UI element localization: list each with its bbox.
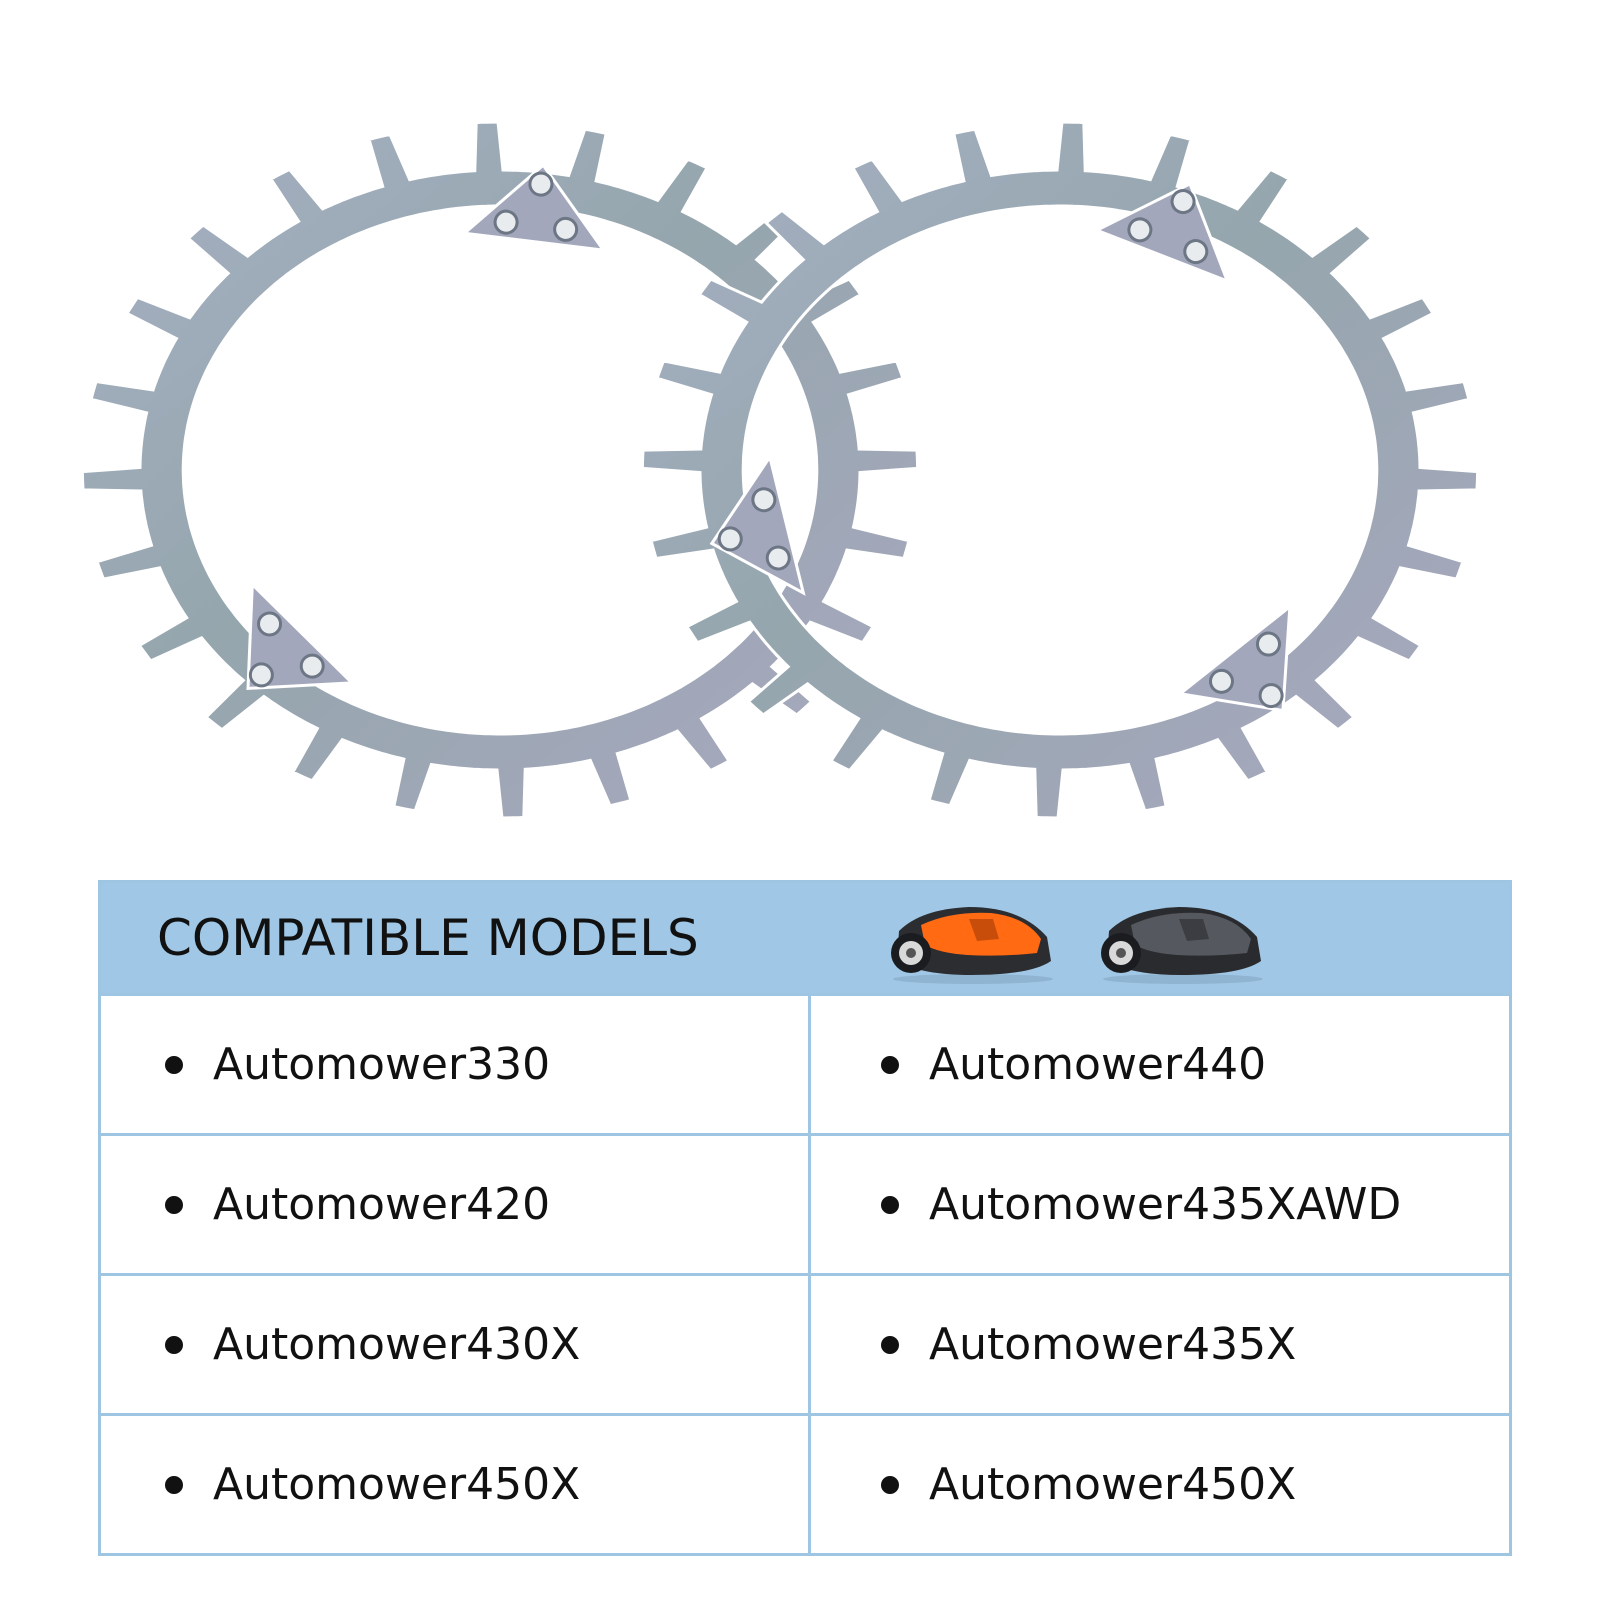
models-grid: Automower330 Automower440 Automower420 A… [101, 993, 1509, 1553]
bullet-icon [165, 1475, 183, 1494]
screw-hole-icon [765, 545, 791, 571]
model-cell: Automower450X [101, 1416, 811, 1553]
screw-hole-icon [257, 611, 283, 637]
screw-hole-icon [1170, 189, 1196, 215]
model-cell: Automower435X [811, 1276, 1511, 1413]
table-row: Automower330 Automower440 [101, 993, 1509, 1133]
bullet-icon [881, 1335, 899, 1354]
model-name: Automower430X [213, 1319, 581, 1370]
model-cell: Automower450X [811, 1416, 1511, 1553]
table-title: COMPATIBLE MODELS [157, 909, 699, 967]
screw-hole-icon [553, 216, 579, 242]
screw-hole-icon [528, 171, 554, 197]
screw-hole-icon [1183, 239, 1209, 265]
wheel-ring-right [640, 120, 1480, 820]
model-name: Automower330 [213, 1039, 551, 1090]
model-name: Automower420 [213, 1179, 551, 1230]
model-name: Automower450X [213, 1459, 581, 1510]
mount-plate [1176, 603, 1292, 713]
bullet-icon [881, 1195, 899, 1214]
table-row: Automower420 Automower435XAWD [101, 1133, 1509, 1273]
model-name: Automower435X [929, 1319, 1297, 1370]
screw-hole-icon [1208, 668, 1234, 694]
screw-hole-icon [248, 662, 274, 688]
model-cell: Automower435XAWD [811, 1136, 1511, 1273]
model-name: Automower440 [929, 1039, 1267, 1090]
screw-hole-icon [299, 653, 325, 679]
model-cell: Automower420 [101, 1136, 811, 1273]
robotic-mower-orange-icon [891, 907, 1053, 984]
compatible-models-table: COMPATIBLE MODELS Automower330 Automower… [98, 880, 1512, 1556]
model-cell: Automower330 [101, 996, 811, 1133]
bullet-icon [881, 1055, 899, 1074]
robotic-mower-gray-icon [1101, 907, 1263, 984]
bullet-icon [165, 1335, 183, 1354]
table-row: Automower450X Automower450X [101, 1413, 1509, 1553]
ring-body [80, 120, 920, 820]
screw-hole-icon [1258, 683, 1284, 709]
wheel-ring-left [80, 120, 920, 820]
model-name: Automower450X [929, 1459, 1297, 1510]
model-cell: Automower430X [101, 1276, 811, 1413]
screw-hole-icon [751, 487, 777, 513]
mount-plate [246, 580, 356, 691]
screw-hole-icon [1127, 217, 1153, 243]
screw-hole-icon [1255, 631, 1281, 657]
table-header: COMPATIBLE MODELS [101, 883, 1509, 993]
bullet-icon [165, 1055, 183, 1074]
bullet-icon [881, 1475, 899, 1494]
screw-hole-icon [717, 526, 743, 552]
screw-hole-icon [493, 209, 519, 235]
table-row: Automower430X Automower435X [101, 1273, 1509, 1413]
bullet-icon [165, 1195, 183, 1214]
model-cell: Automower440 [811, 996, 1511, 1133]
spiked-wheel-rings-image [80, 120, 1480, 820]
model-name: Automower435XAWD [929, 1179, 1402, 1230]
